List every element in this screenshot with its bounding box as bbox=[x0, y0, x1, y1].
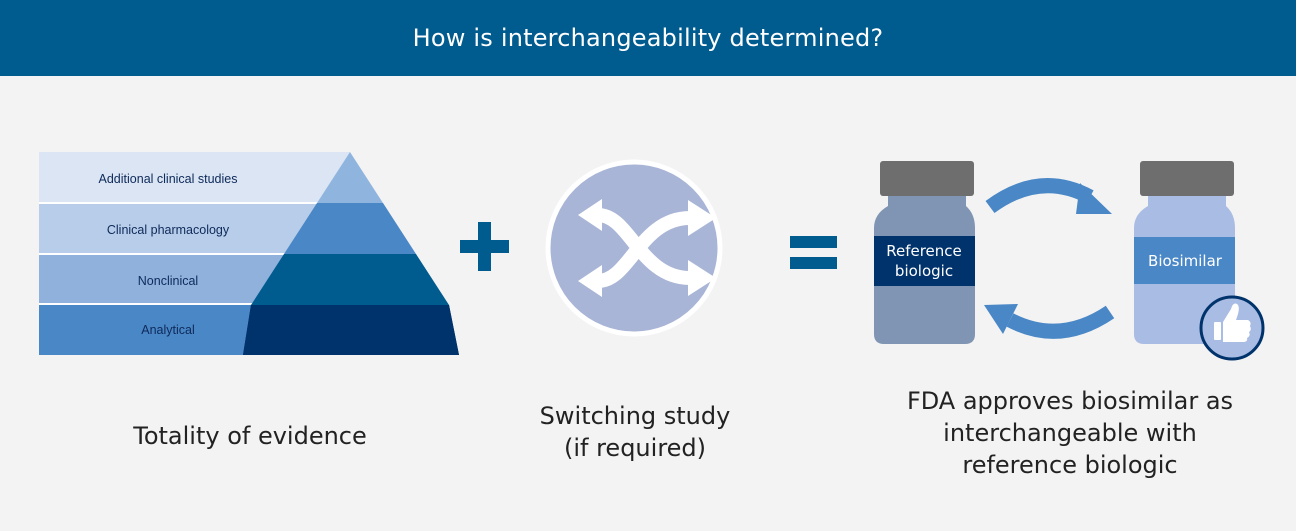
plus-icon bbox=[460, 222, 509, 271]
reference-vial-label-line2: biologic bbox=[895, 262, 953, 280]
interchangeability-diagram: Additional clinical studies Clinical pha… bbox=[39, 152, 1265, 361]
caption-line: Switching study bbox=[539, 402, 731, 430]
totality-of-evidence-caption: Totality of evidence bbox=[100, 420, 400, 452]
shuffle-icon bbox=[545, 159, 723, 337]
caption-line: Totality of evidence bbox=[133, 422, 367, 450]
pyramid-label-clinical-pharmacology: Clinical pharmacology bbox=[107, 223, 230, 237]
pyramid-label-additional-clinical: Additional clinical studies bbox=[99, 172, 238, 186]
switching-study-caption: Switching study (if required) bbox=[510, 400, 760, 464]
pyramid-band-clinical-pharmacology bbox=[39, 203, 350, 254]
exchange-arrows-icon bbox=[984, 178, 1115, 339]
pyramid-band-additional-clinical bbox=[39, 152, 350, 203]
pyramid-tier-top bbox=[317, 152, 383, 203]
pyramid-label-nonclinical: Nonclinical bbox=[138, 274, 198, 288]
pyramid-tier-third bbox=[251, 254, 449, 305]
fda-approval-caption: FDA approves biosimilar as interchangeab… bbox=[880, 385, 1260, 481]
equals-icon bbox=[790, 236, 837, 269]
caption-line: reference biologic bbox=[962, 451, 1178, 479]
reference-vial: Reference biologic bbox=[874, 161, 975, 344]
header-banner: How is interchangeability determined? bbox=[0, 0, 1296, 76]
caption-line: (if required) bbox=[563, 434, 707, 462]
page-title: How is interchangeability determined? bbox=[412, 24, 884, 52]
pyramid-tier-second bbox=[284, 203, 416, 254]
thumbs-up-icon bbox=[1199, 295, 1265, 361]
caption-line: interchangeable with bbox=[943, 419, 1197, 447]
evidence-pyramid: Additional clinical studies Clinical pha… bbox=[39, 152, 459, 355]
reference-vial-label-line1: Reference bbox=[886, 242, 962, 260]
biosimilar-vial-label: Biosimilar bbox=[1148, 252, 1223, 270]
pyramid-label-analytical: Analytical bbox=[141, 323, 195, 337]
caption-line: FDA approves biosimilar as bbox=[906, 387, 1234, 415]
